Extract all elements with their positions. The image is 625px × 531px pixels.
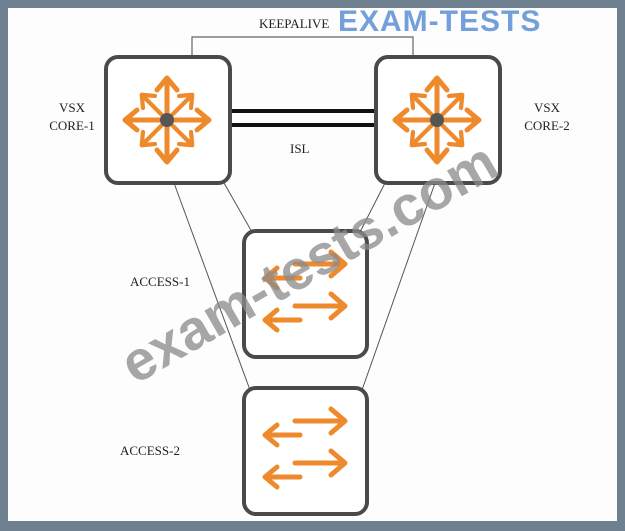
access2-label: ACCESS-2 — [120, 443, 180, 458]
core1-node[interactable] — [104, 55, 232, 185]
core2-label-line1: VSX — [534, 100, 561, 115]
link-core2-access2 — [361, 182, 436, 391]
watermark-top: EXAM-TESTS — [338, 5, 541, 38]
link-core1-access2 — [173, 182, 251, 391]
core2-node[interactable] — [374, 55, 502, 185]
core1-label-line1: VSX — [59, 100, 86, 115]
access2-node[interactable] — [242, 386, 369, 516]
keepalive-link — [191, 36, 414, 57]
link-core1-access1 — [223, 182, 253, 233]
access1-node[interactable] — [242, 229, 369, 359]
isl-label: ISL — [290, 141, 310, 156]
link-core2-access1 — [359, 182, 386, 233]
core2-label-line2: CORE-2 — [524, 118, 570, 133]
access1-label: ACCESS-1 — [130, 274, 190, 289]
keepalive-label: KEEPALIVE — [259, 16, 329, 31]
core1-label-line2: CORE-1 — [49, 118, 95, 133]
